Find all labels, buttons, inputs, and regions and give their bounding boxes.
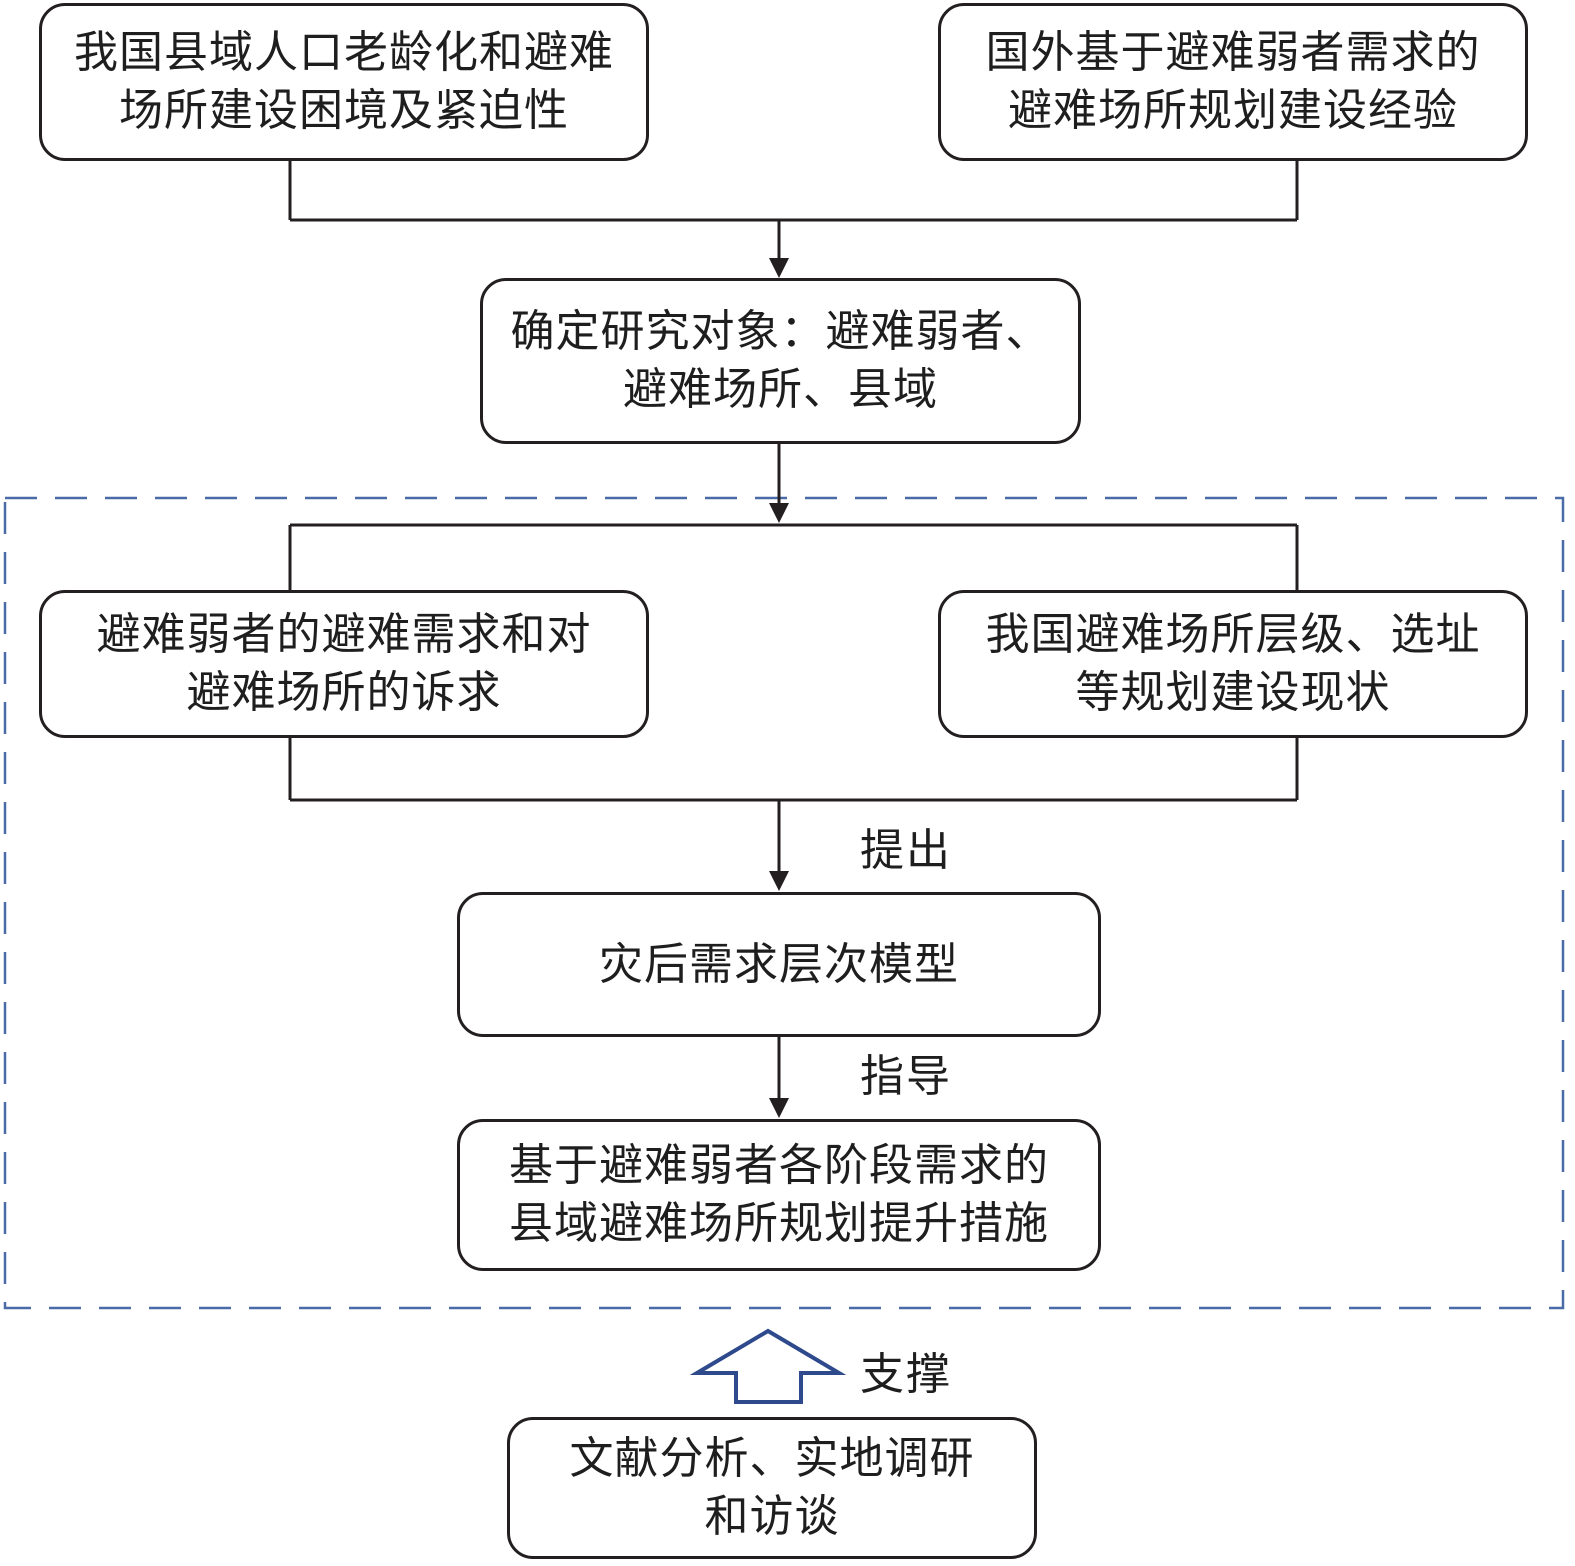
box-line: 基于避难弱者各阶段需求的 xyxy=(509,1140,1049,1191)
box-improvement-measures: 基于避难弱者各阶段需求的 县域避难场所规划提升措施 xyxy=(457,1119,1101,1271)
middle-merge-connector xyxy=(288,737,1299,873)
box-research-methods: 文献分析、实地调研 和访谈 xyxy=(507,1417,1037,1559)
box-line: 灾后需求层次模型 xyxy=(599,938,959,990)
label-guide: 指导 xyxy=(860,1051,952,1102)
box-line: 我国避难场所层级、选址 xyxy=(985,609,1481,660)
box-line: 和访谈 xyxy=(704,1491,840,1542)
split-connector xyxy=(288,443,1299,590)
dashed-group-frame xyxy=(3,496,1565,1310)
box-county-aging-dilemma: 我国县域人口老龄化和避难 场所建设困境及紧迫性 xyxy=(39,3,649,161)
box-research-object: 确定研究对象：避难弱者、 避难场所、县域 xyxy=(480,278,1081,444)
box-needs-hierarchy-model: 灾后需求层次模型 xyxy=(457,892,1101,1037)
arrowhead-to-measures xyxy=(769,1098,789,1118)
box-line: 等规划建设现状 xyxy=(1075,667,1391,718)
box-line: 避难场所规划建设经验 xyxy=(1008,85,1458,136)
box-line: 避难弱者的避难需求和对 xyxy=(96,609,592,660)
arrowhead-to-research-object xyxy=(769,258,789,278)
label-propose: 提出 xyxy=(860,825,952,876)
box-line: 避难场所、县域 xyxy=(623,364,938,415)
box-shelter-status: 我国避难场所层级、选址 等规划建设现状 xyxy=(938,590,1528,738)
box-vulnerable-needs: 避难弱者的避难需求和对 避难场所的诉求 xyxy=(39,590,649,738)
box-foreign-experience: 国外基于避难弱者需求的 避难场所规划建设经验 xyxy=(938,3,1528,161)
box-line: 我国县域人口老龄化和避难 xyxy=(74,27,614,78)
box-line: 县域避难场所规划提升措施 xyxy=(509,1198,1049,1249)
support-up-arrow-icon xyxy=(689,1328,847,1404)
arrowhead-to-model xyxy=(769,871,789,891)
label-support: 支撑 xyxy=(860,1349,952,1400)
box-line: 国外基于避难弱者需求的 xyxy=(985,27,1481,78)
box-line: 文献分析、实地调研 xyxy=(569,1433,975,1484)
box-line: 场所建设困境及紧迫性 xyxy=(119,85,569,136)
box-line: 确定研究对象：避难弱者、 xyxy=(510,306,1051,357)
top-merge-connector xyxy=(288,160,1299,260)
arrowhead-to-split xyxy=(769,503,789,523)
box-line: 避难场所的诉求 xyxy=(186,667,502,718)
